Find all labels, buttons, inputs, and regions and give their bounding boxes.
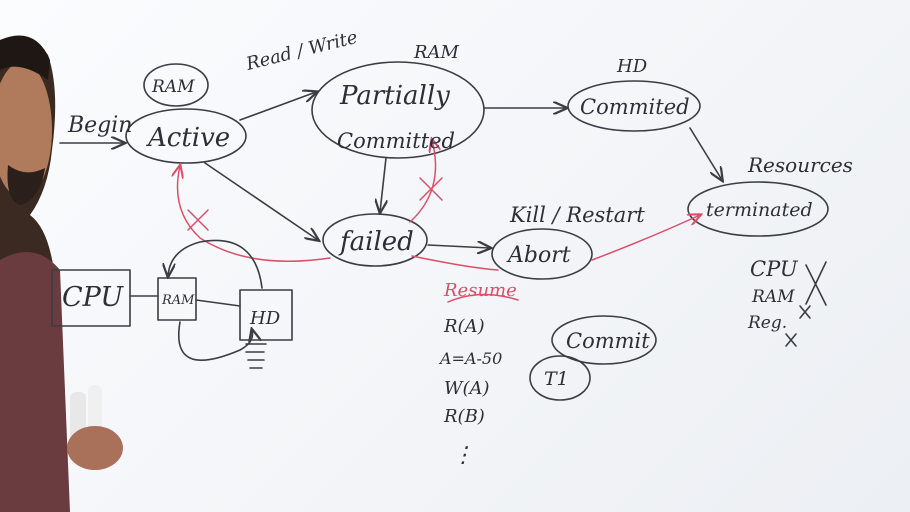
ram-bubble [143, 63, 209, 107]
kill-restart-label: Kill / Restart [509, 203, 645, 227]
t1-label: T1 [544, 368, 569, 390]
op-ellipsis: ⋮ [452, 443, 474, 468]
abort-label: Abort [506, 243, 571, 268]
abort-to-terminated-red-arrow [591, 215, 700, 261]
failed-to-active-red-arrow [178, 166, 331, 262]
red-cross-2 [187, 209, 209, 231]
op-line: W(A) [444, 378, 490, 399]
active-to-partial-arrow [239, 92, 316, 121]
committed-state-label: Commited [580, 95, 690, 119]
failed-label: failed [338, 227, 414, 257]
terminated-label: terminated [706, 199, 813, 221]
resources-label: Resources [747, 153, 853, 177]
red-cross-1 [419, 177, 443, 201]
resume-strike [447, 293, 519, 303]
begin-label: Begin [67, 113, 132, 138]
cpu-cross [805, 261, 827, 306]
partial-to-failed-arrow [380, 157, 386, 212]
commit-label: Commit [566, 329, 650, 353]
committed-word-label: Committed [337, 129, 455, 153]
ram-cross [799, 305, 811, 319]
resume-red-arrow [411, 255, 499, 271]
read-write-label: Read / Write [243, 27, 360, 75]
committed-to-terminated-arrow [689, 127, 722, 180]
ram-active-label: RAM [151, 77, 195, 97]
reg-cross [785, 333, 797, 347]
t1-bubble [529, 355, 591, 401]
failed-to-abort-arrow [427, 245, 490, 248]
hd-to-ram-arrow [168, 239, 263, 289]
partially-label: Partially [339, 81, 450, 111]
op-line: R(A) [443, 316, 485, 337]
active-label: Active [146, 123, 230, 153]
hd-stripes [245, 343, 267, 369]
person-figure [0, 35, 123, 512]
hd-committed-label: HD [616, 56, 648, 77]
ram-box [157, 277, 197, 321]
res-ram-label: RAM [751, 287, 795, 307]
hd-box [239, 289, 293, 341]
ram-partial-label: RAM [413, 42, 460, 63]
op-line: A=A-50 [438, 349, 502, 368]
res-cpu-label: CPU [750, 257, 799, 281]
cpu-box-label: CPU [62, 282, 124, 313]
cpu-box [51, 269, 131, 327]
ram-box-label: RAM [161, 293, 195, 308]
terminated-state [687, 181, 829, 237]
op-line: R(B) [443, 406, 485, 427]
commit-bubble [551, 315, 657, 365]
res-reg-label: Reg. [747, 313, 787, 333]
failed-to-partial-red-arrow [409, 140, 436, 223]
ram-loop-arrow [178, 321, 253, 361]
active-to-failed-arrow [204, 162, 318, 240]
active-state [125, 108, 247, 164]
partially-committed-state [311, 61, 485, 159]
ram-hd-link [195, 299, 241, 307]
resume-label: Resume [443, 280, 517, 301]
hd-box-label: HD [249, 308, 281, 329]
